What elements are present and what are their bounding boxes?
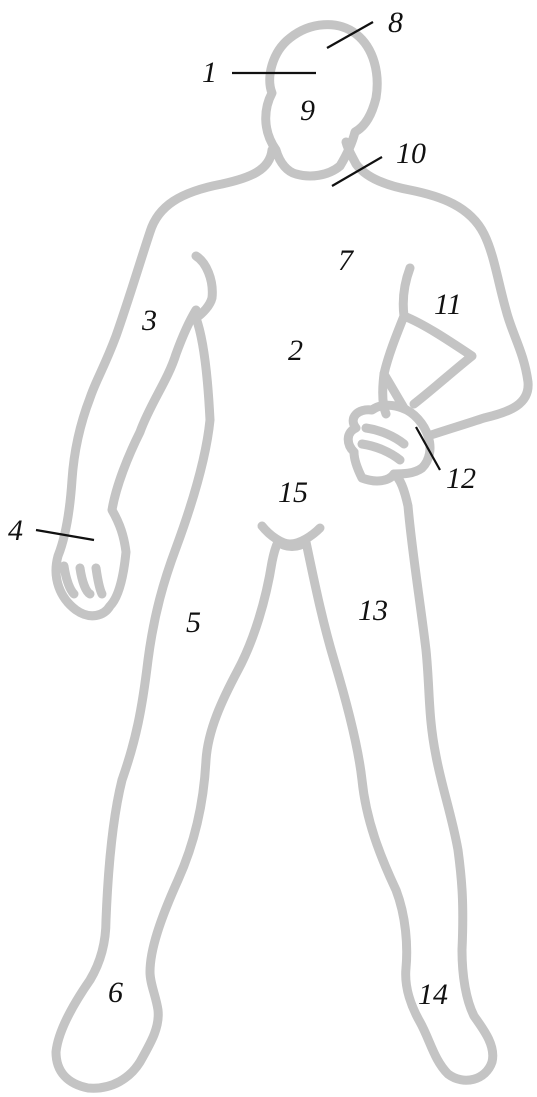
body-outline [56, 25, 528, 1089]
left-leg-inner [150, 542, 278, 972]
label-14: 14 [418, 978, 448, 1011]
label-5: 5 [186, 606, 201, 639]
label-8: 8 [388, 6, 403, 39]
right-torso-side [383, 374, 386, 414]
label-10: 10 [396, 137, 426, 170]
left-side-outer [56, 150, 272, 616]
label-9: 9 [300, 94, 315, 127]
crotch-outline [262, 526, 320, 547]
label-15: 15 [278, 476, 308, 509]
label-11: 11 [434, 288, 462, 321]
label-3: 3 [141, 304, 157, 337]
label-7: 7 [338, 244, 355, 277]
label-1: 1 [202, 56, 217, 89]
right-leg-inner [306, 542, 493, 1080]
label-13: 13 [358, 594, 388, 627]
label-12: 12 [446, 462, 476, 495]
label-4: 4 [8, 514, 23, 547]
label-2: 2 [288, 334, 303, 367]
left-hand-fingers [64, 566, 102, 594]
label-6: 6 [108, 976, 123, 1009]
right-leg-outer [394, 474, 463, 950]
left-armpit-line [56, 256, 212, 1088]
head-outline [266, 25, 377, 176]
